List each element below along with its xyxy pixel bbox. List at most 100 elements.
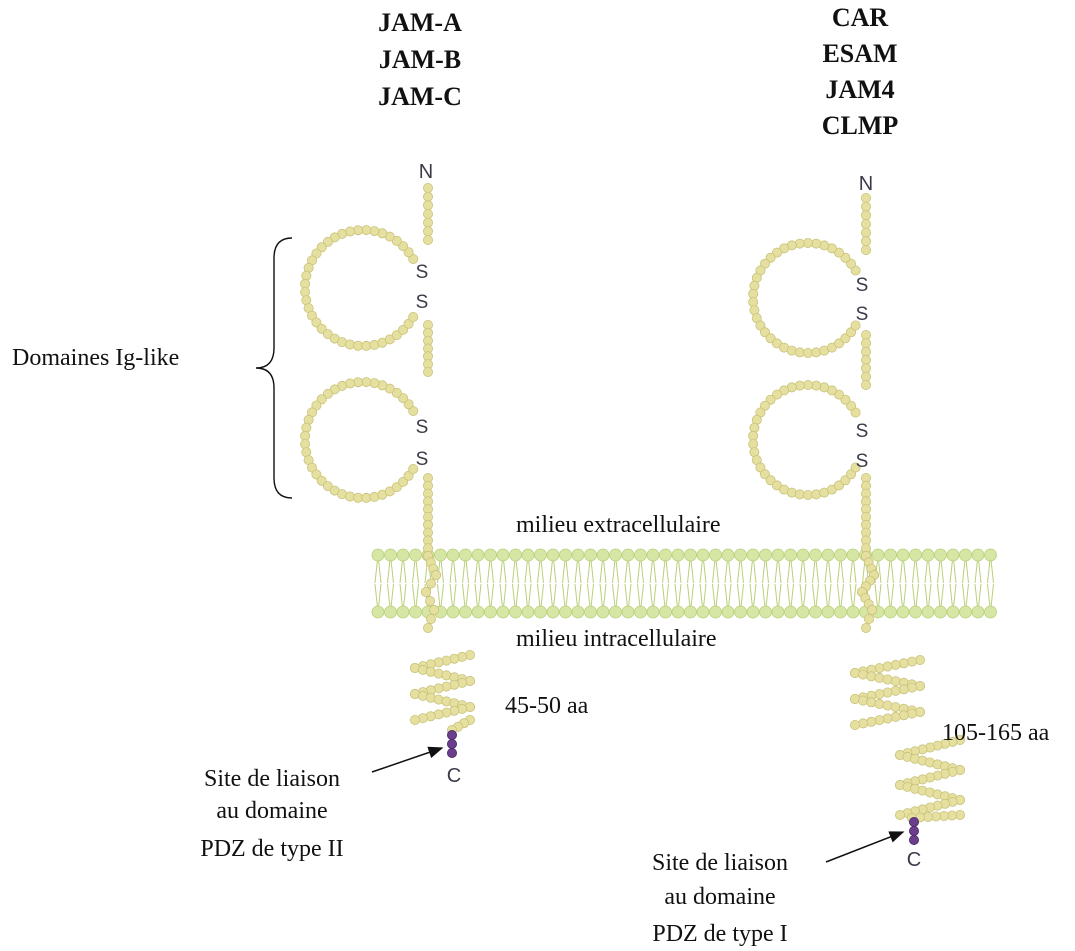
amino-acid-bead: [803, 489, 814, 500]
protein-right-car-esam-jam4-clmp: [748, 192, 966, 824]
amino-acid-bead: [858, 669, 869, 680]
lipid-head: [971, 605, 985, 619]
tail-length-left: 45-50 aa: [505, 693, 589, 719]
amino-acid-bead: [861, 346, 872, 357]
pdz-motif-residue: [909, 835, 920, 846]
amino-acid-bead: [803, 379, 814, 390]
amino-acid-bead: [874, 672, 885, 683]
protein-name-jam-b: JAM-B: [379, 45, 461, 74]
amino-acid-bead: [864, 614, 875, 625]
amino-acid-bead: [861, 244, 872, 255]
amino-acid-bead: [803, 347, 814, 358]
amino-acid-bead: [422, 226, 433, 237]
amino-acid-bead: [861, 363, 872, 374]
lipid-head: [484, 548, 497, 562]
disulfide-s-left-2a: S: [416, 417, 429, 438]
lipid-head: [734, 605, 747, 619]
binding-site-right-line-3: PDZ de type I: [652, 921, 787, 947]
lipid-head: [884, 548, 897, 562]
amino-acid-bead: [344, 491, 355, 502]
lipid-head: [934, 605, 947, 619]
amino-acid-bead: [882, 687, 893, 698]
amino-acid-bead: [906, 682, 917, 693]
amino-acid-bead: [422, 200, 433, 211]
lipid-head: [596, 605, 610, 619]
amino-acid-bead: [874, 663, 885, 674]
lipid-head: [484, 605, 497, 619]
binding-site-left-line-2: au domaine: [216, 798, 327, 824]
lipid-head: [496, 548, 510, 562]
lipid-head: [646, 548, 660, 562]
amino-acid-bead: [300, 287, 311, 298]
amino-acid-bead: [403, 318, 414, 329]
amino-acid-bead: [882, 700, 893, 711]
protein-name-clmp: CLMP: [822, 111, 899, 140]
lipid-head: [959, 605, 972, 619]
amino-acid-bead: [861, 371, 872, 382]
extracellular-label: milieu extracellulaire: [516, 512, 721, 538]
amino-acid-bead: [890, 702, 901, 713]
amino-acid-bead: [858, 718, 869, 729]
lipid-head: [796, 548, 810, 562]
lipid-head: [671, 548, 685, 562]
amino-acid-bead: [344, 339, 355, 350]
protein-name-jam-a: JAM-A: [378, 8, 462, 37]
lipid-head: [846, 605, 860, 619]
amino-acid-bead: [866, 697, 877, 708]
amino-acid-bead: [874, 698, 885, 709]
lipid-head: [796, 605, 810, 619]
amino-acid-bead: [749, 422, 760, 433]
lipid-head: [471, 548, 485, 562]
lipid-head: [521, 548, 535, 562]
amino-acid-bead: [329, 232, 340, 243]
lipid-head: [746, 605, 760, 619]
lipid-head: [959, 548, 972, 562]
pdz-motif-left: [446, 730, 457, 759]
amino-acid-bead: [861, 379, 872, 390]
lipid-head: [759, 605, 772, 619]
pdz-motif-residue: [909, 817, 920, 828]
amino-acid-bead: [890, 676, 901, 687]
n-terminus-left: N: [419, 161, 433, 183]
lipid-head: [546, 605, 560, 619]
lipid-head: [784, 605, 797, 619]
amino-acid-bead: [861, 338, 872, 349]
lipid-head: [896, 548, 910, 562]
lipid-head: [609, 605, 622, 619]
lipid-head: [809, 548, 822, 562]
lipid-head: [946, 605, 960, 619]
disulfide-s-left-1b: S: [416, 292, 429, 313]
amino-acid-bead: [748, 439, 759, 450]
amino-acid-bead: [422, 623, 433, 634]
amino-acid-bead: [861, 354, 872, 365]
binding-site-right-line-1: Site de liaison: [652, 850, 788, 876]
amino-acid-bead: [866, 716, 877, 727]
lipid-head: [559, 605, 572, 619]
lipid-head: [621, 605, 635, 619]
amino-acid-bead: [409, 715, 420, 726]
amino-acid-bead: [408, 311, 419, 322]
amino-acid-bead: [861, 218, 872, 229]
lipid-head: [721, 548, 735, 562]
amino-acid-bead: [811, 238, 822, 249]
lipid-head: [896, 605, 910, 619]
amino-acid-bead: [329, 384, 340, 395]
amino-acid-bead: [906, 708, 917, 719]
lipid-head: [871, 548, 885, 562]
amino-acid-bead: [882, 674, 893, 685]
lipid-head: [634, 548, 647, 562]
amino-acid-bead: [915, 707, 926, 718]
lipid-head: [909, 548, 922, 562]
amino-acid-bead: [322, 481, 333, 492]
amino-acid-bead: [861, 623, 872, 634]
amino-acid-bead: [425, 578, 436, 589]
lipid-head: [934, 548, 947, 562]
lipid-head: [834, 548, 847, 562]
amino-acid-bead: [300, 439, 311, 450]
lipid-head: [784, 548, 797, 562]
lipid-head: [409, 605, 422, 619]
protein-left-jam-a-b-c: [300, 182, 475, 736]
arrow-icon-right: [825, 831, 905, 863]
amino-acid-bead: [858, 695, 869, 706]
lipid-head: [521, 605, 535, 619]
